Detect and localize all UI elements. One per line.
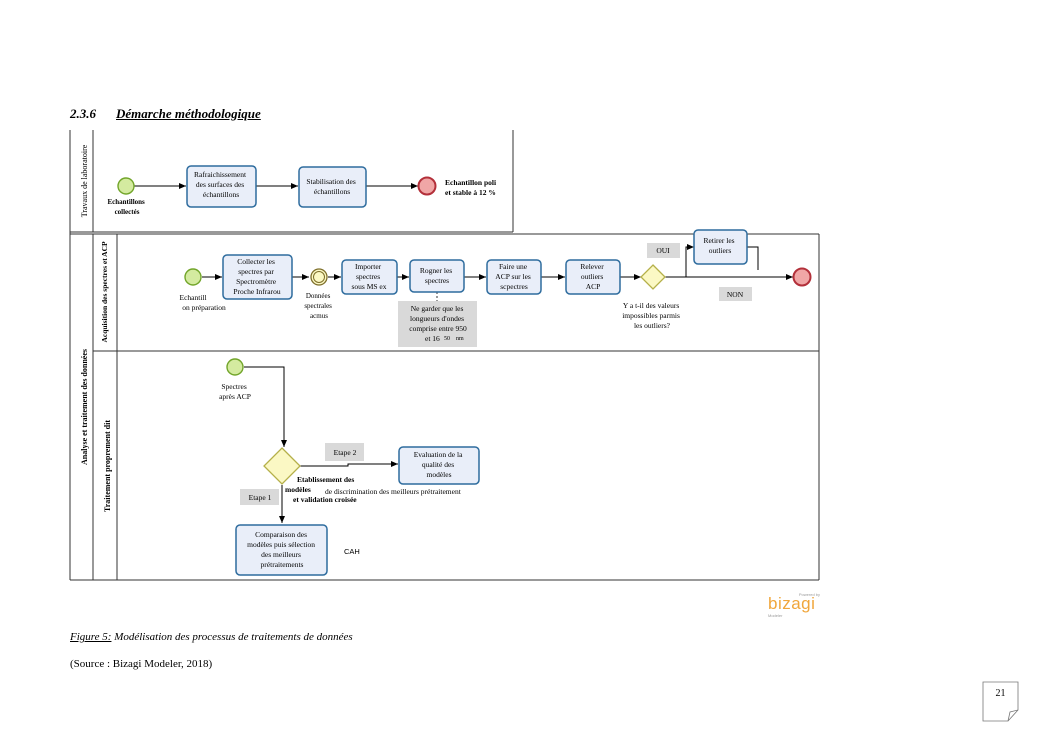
data-event-label: Données spectrales acmus bbox=[304, 292, 333, 320]
svg-text:Ne garder que les longueur: Ne garder que les longueurs d'ondes comp… bbox=[409, 304, 467, 333]
trait-start-label: Spectres après ACP bbox=[219, 382, 251, 401]
figure-caption: Figure 5: Modélisation des processus de … bbox=[70, 631, 353, 643]
lane-label-labo: Travaux de laboratoire bbox=[80, 144, 89, 217]
trait-start-event bbox=[226, 358, 244, 376]
section-title: Démarche méthodologique bbox=[116, 106, 261, 121]
task-collecter bbox=[222, 254, 293, 300]
svg-text:Relever outliers ACP: Relever outliers ACP bbox=[580, 262, 605, 291]
svg-text:Comparaison des modèles pu: Comparaison des modèles puis sélection d… bbox=[247, 530, 317, 569]
svg-text:Importer spectres sous: Importer spectres sous MS ex bbox=[351, 262, 386, 291]
gateway-outliers bbox=[640, 264, 666, 290]
svg-text:Evaluation de la qualité d: Evaluation de la qualité des modèles bbox=[414, 450, 465, 479]
task-rafraichissement bbox=[186, 165, 257, 208]
page-number: 21 bbox=[995, 688, 1006, 699]
figure-caption-text: Modélisation des processus de traitement… bbox=[111, 631, 353, 643]
svg-text:OUI: OUI bbox=[656, 246, 670, 255]
svg-text:Faire une ACP sur les: Faire une ACP sur les scpectres bbox=[495, 262, 532, 291]
svg-text:Collecter les spectres pa: Collecter les spectres par Spectromètre … bbox=[233, 257, 281, 296]
labo-end-event bbox=[417, 176, 437, 196]
figure-number: Figure 5: bbox=[70, 631, 112, 643]
svg-text:50 nm: 50 nm bbox=[444, 336, 464, 342]
svg-text:Etape 2: Etape 2 bbox=[334, 448, 357, 457]
task-comparaison bbox=[235, 524, 328, 576]
svg-text:et 16: et 16 bbox=[425, 334, 440, 343]
lane-label-trait: Traitement proprement dit bbox=[103, 420, 112, 512]
section-heading: 2.3.6 Démarche méthodologique bbox=[70, 106, 261, 122]
task-evaluation bbox=[398, 446, 480, 485]
bizagi-logo: Powered by bizagi Modeler bbox=[768, 592, 820, 618]
gateway-etablissement bbox=[263, 447, 301, 485]
task-rogner bbox=[409, 259, 465, 293]
svg-text:Etape 1: Etape 1 bbox=[249, 493, 272, 502]
task-stabilisation bbox=[298, 166, 367, 208]
oui-label-box bbox=[647, 243, 680, 258]
figure-source: (Source : Bizagi Modeler, 2018) bbox=[70, 658, 213, 670]
task-acp bbox=[486, 259, 542, 295]
task-retirer-outliers bbox=[693, 229, 748, 265]
lanes-frame bbox=[69, 130, 820, 581]
svg-text:NON: NON bbox=[727, 290, 744, 299]
gateway-etablissement-label: Etablissement des modèles et validation … bbox=[285, 475, 357, 504]
cah-label: CAH bbox=[344, 547, 360, 556]
svg-text:Rafraichissement des surfa: Rafraichissement des surfaces des échant… bbox=[194, 170, 248, 199]
etape2-label-box bbox=[325, 443, 364, 461]
task-relever bbox=[565, 259, 621, 295]
svg-text:Rogner les spectres: Rogner les spectres bbox=[420, 266, 454, 285]
non-label-box bbox=[719, 287, 752, 301]
task-importer bbox=[341, 259, 398, 295]
acq-start-label: Echantill on préparation bbox=[180, 293, 226, 312]
svg-text:Stabilisation des échantil: Stabilisation des échantillons bbox=[306, 177, 357, 196]
gateway-outliers-question: Y a t-il des valeurs impossibles parmis … bbox=[622, 301, 682, 330]
acq-start-event bbox=[184, 268, 202, 286]
svg-text:Retirer les outliers: Retirer les outliers bbox=[704, 236, 737, 255]
note-longueurs-ondes bbox=[398, 301, 477, 347]
labo-end-label: Echantillon poli et stable à 12 % bbox=[445, 178, 498, 197]
svg-text:de discrimination des meilleu: de discrimination des meilleurs prétrait… bbox=[325, 487, 462, 496]
section-number: 2.3.6 bbox=[70, 106, 96, 121]
etape1-label-box bbox=[240, 489, 279, 505]
pool-label: Analyse et traitement des données bbox=[80, 349, 89, 465]
acq-end-event bbox=[792, 267, 812, 287]
labo-start-label: Echantillons collectés bbox=[107, 198, 146, 216]
lane-label-acq: Acquisition des spectres et ACP bbox=[100, 241, 109, 343]
labo-start-event bbox=[117, 177, 135, 195]
